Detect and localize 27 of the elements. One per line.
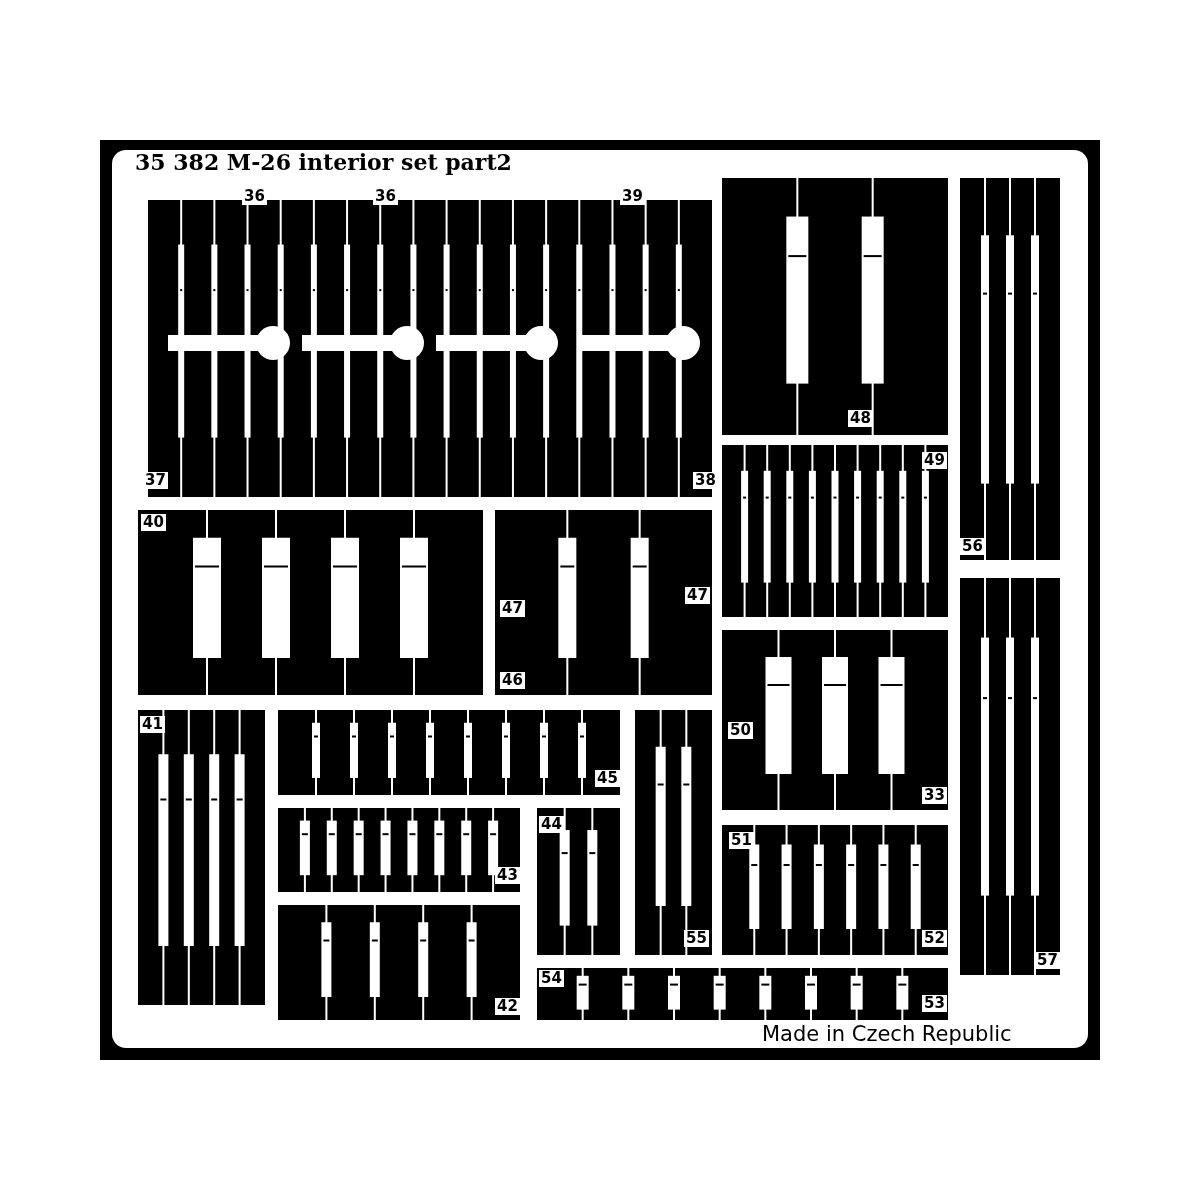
part-number: 52 bbox=[922, 930, 947, 947]
part-number: 36 bbox=[373, 188, 398, 205]
part-number: 40 bbox=[141, 514, 166, 531]
part-number: 33 bbox=[922, 787, 947, 804]
part-number: 55 bbox=[684, 930, 709, 947]
part-number: 36 bbox=[242, 188, 267, 205]
part-number: 45 bbox=[595, 770, 620, 787]
part-number: 41 bbox=[140, 716, 165, 733]
part-number: 43 bbox=[495, 867, 520, 884]
part-number: 39 bbox=[620, 188, 645, 205]
part-number: 53 bbox=[922, 995, 947, 1012]
part-number: 57 bbox=[1035, 952, 1060, 969]
part-number: 48 bbox=[848, 410, 873, 427]
part-number: 42 bbox=[495, 998, 520, 1015]
part-number: 56 bbox=[960, 538, 985, 555]
part-number: 37 bbox=[143, 472, 168, 489]
part-number: 46 bbox=[500, 672, 525, 689]
part-number: 38 bbox=[693, 472, 718, 489]
part-number: 54 bbox=[539, 970, 564, 987]
title: 35 382 M-26 interior set part2 bbox=[135, 150, 512, 174]
part-number: 51 bbox=[729, 832, 754, 849]
part-number: 47 bbox=[500, 600, 525, 617]
part-number: 47 bbox=[685, 587, 710, 604]
part-number: 44 bbox=[539, 816, 564, 833]
part-number: 49 bbox=[922, 452, 947, 469]
part-number: 50 bbox=[728, 722, 753, 739]
origin-note: Made in Czech Republic bbox=[761, 1022, 1013, 1046]
